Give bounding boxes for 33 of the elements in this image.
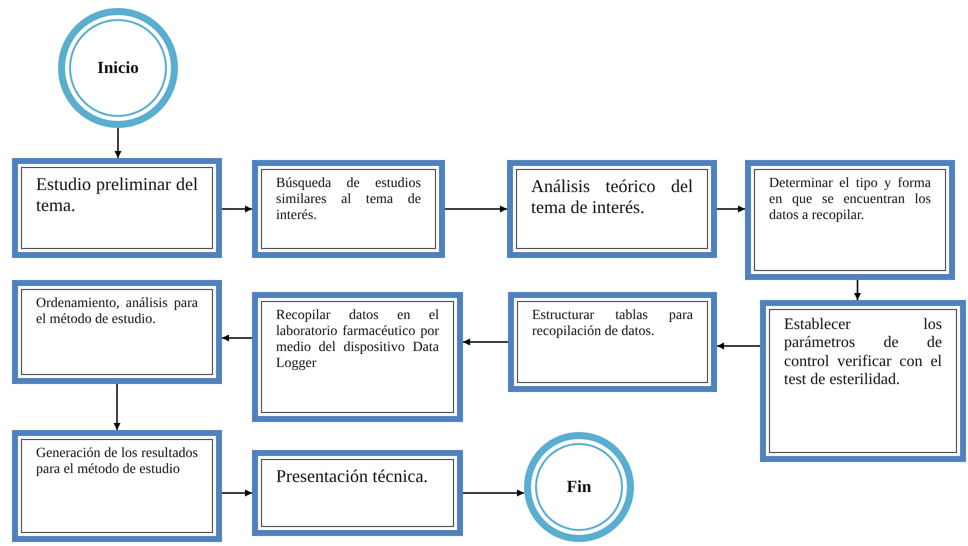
process-box [12, 158, 222, 258]
process-box [508, 292, 717, 392]
step-text: Estructurar tablas para recopilación de datos. [532, 308, 693, 340]
process-box [745, 160, 955, 280]
step-text: Estudio preliminar del tema. [36, 174, 198, 216]
arrow [222, 334, 252, 342]
step-text: Presentación técnica. [276, 466, 429, 487]
process-box [252, 450, 463, 536]
arrow [717, 342, 760, 350]
arrow [445, 206, 507, 212]
arrow [222, 206, 252, 212]
process-box [12, 280, 222, 384]
process-box [760, 300, 966, 462]
process-box [252, 160, 445, 258]
step-text: Análisis teórico del tema de interés. [531, 176, 693, 218]
arrow [717, 206, 745, 212]
arrow [114, 128, 122, 158]
process-box [12, 430, 222, 542]
step-text: Búsqueda de estudios similares al tema de interés. [276, 176, 421, 224]
arrow [463, 338, 508, 346]
step-text: Ordenamiento, análisis para el método de estudio. [36, 296, 198, 328]
arrow [114, 384, 120, 430]
terminal-label: Inicio [97, 58, 139, 78]
process-box [507, 160, 717, 258]
arrow [222, 490, 252, 496]
step-text: Recopilar datos en el laboratorio farmacéutico por medio del dispositivo Data Logger [276, 308, 439, 372]
arrow [463, 490, 524, 496]
process-box [252, 292, 463, 422]
arrow [854, 280, 861, 300]
step-text: Establecer los parámetros de de control verificar con el test de esterilidad. [784, 316, 942, 390]
step-text: Generación de los resultados para el método de estudio [36, 446, 198, 478]
step-text: Determinar el tipo y forma en que se encuentran los datos a recopilar. [769, 176, 931, 224]
terminal-label: Fin [566, 477, 592, 497]
